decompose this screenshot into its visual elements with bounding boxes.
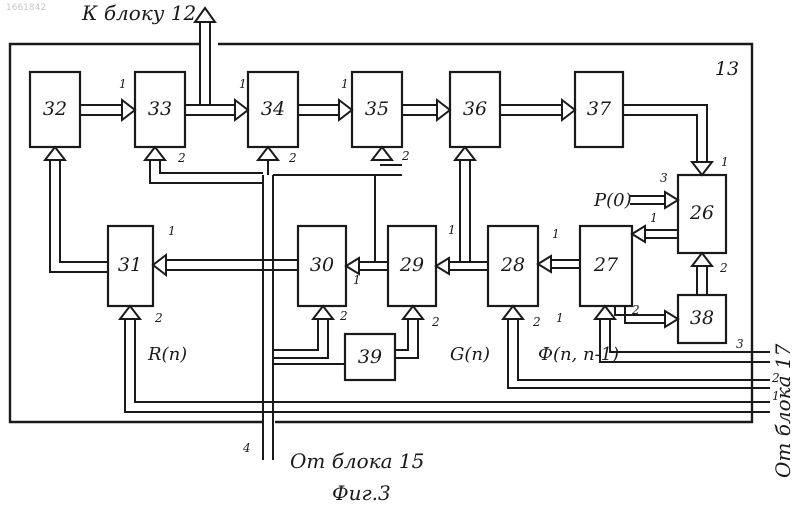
- pin-29-2: 2: [431, 315, 440, 329]
- pin-30-2: 2: [339, 309, 348, 323]
- pin-26-3: 3: [660, 171, 668, 185]
- bus-26-to-27: [632, 226, 678, 242]
- label-P0: P(0): [593, 190, 632, 211]
- block-29-number: 29: [399, 254, 424, 276]
- bus-39-to-29: [395, 306, 423, 358]
- pin-34-1: 1: [239, 77, 247, 91]
- bus-30-to-31: [153, 255, 298, 275]
- label-from-block-15: От блока 15: [290, 449, 424, 473]
- wire-17-1: [752, 402, 770, 412]
- block-27-number: 27: [593, 254, 619, 276]
- frame-number: 13: [715, 58, 739, 80]
- pin-29-1: 1: [448, 223, 456, 237]
- pin-28-1b: 1: [556, 311, 564, 325]
- pin-38-2: 2: [631, 303, 640, 317]
- bus-29-to-30: [346, 258, 388, 274]
- block-38-number: 38: [690, 307, 714, 329]
- pin-28-1: 1: [552, 227, 560, 241]
- pin-31-1: 1: [168, 224, 176, 238]
- bus-38-to-26: [692, 253, 712, 295]
- bus-36-to-37: [500, 100, 575, 120]
- pin-35-2: 2: [401, 149, 410, 163]
- label-from-block-17: От блока 17: [771, 343, 795, 478]
- bus-32-to-33: [80, 100, 135, 120]
- bus-27-to-28: [538, 256, 580, 272]
- label-Phi: Ф(n, n-1): [538, 344, 619, 365]
- pin-17-3: 3: [736, 337, 744, 351]
- bus-P0-to-26: [630, 192, 678, 208]
- bus-31-to-32: [45, 147, 108, 272]
- figure-caption: Фиг.3: [332, 481, 391, 505]
- block-33-number: 33: [148, 98, 172, 120]
- block-30-number: 30: [310, 254, 334, 276]
- label-to-block-12: К блоку 12: [81, 1, 196, 25]
- bus-4-to-34: [258, 147, 278, 175]
- bus-4-to-33: [145, 147, 263, 183]
- pin-33-2: 2: [177, 151, 186, 165]
- bus-37-to-26: [623, 105, 712, 175]
- block-35-number: 35: [365, 98, 389, 120]
- pin-34-2: 2: [288, 151, 297, 165]
- bus-28-to-36: [455, 147, 475, 262]
- bus-4-to-30: [273, 306, 333, 358]
- block-37-number: 37: [587, 98, 612, 120]
- bus-34-to-35: [298, 100, 352, 120]
- pin-33-1: 1: [119, 77, 127, 91]
- bus-27-to-38: [615, 306, 678, 327]
- bus-to-35-input-2: [372, 147, 402, 175]
- label-G-n: G(n): [450, 344, 490, 365]
- bus-4-from-block-15: [263, 175, 273, 460]
- label-R-n: R(n): [147, 344, 187, 365]
- block-36-number: 36: [463, 98, 487, 120]
- block-28-number: 28: [500, 254, 525, 276]
- bus-35-to-36: [402, 100, 450, 120]
- pin-26-2: 2: [719, 261, 728, 275]
- pin-35-1: 1: [341, 77, 349, 91]
- bus-33-to-34: [185, 100, 248, 120]
- block-31-number: 31: [118, 254, 142, 276]
- bus-4-label: 4: [242, 441, 251, 455]
- block-34-number: 34: [261, 98, 285, 120]
- pin-31-2: 2: [154, 311, 163, 325]
- scan-watermark: 1661842: [6, 3, 46, 13]
- pin-26-1: 1: [721, 155, 729, 169]
- block-26-number: 26: [689, 202, 714, 224]
- pin-28-2: 2: [532, 315, 541, 329]
- bus-33-to-block-12: [195, 8, 215, 105]
- block-39-number: 39: [358, 346, 382, 368]
- block-32-number: 32: [43, 98, 67, 120]
- pin-27-1: 1: [650, 211, 658, 225]
- bus-28-to-29: [436, 258, 488, 274]
- pin-30-1: 1: [353, 273, 361, 287]
